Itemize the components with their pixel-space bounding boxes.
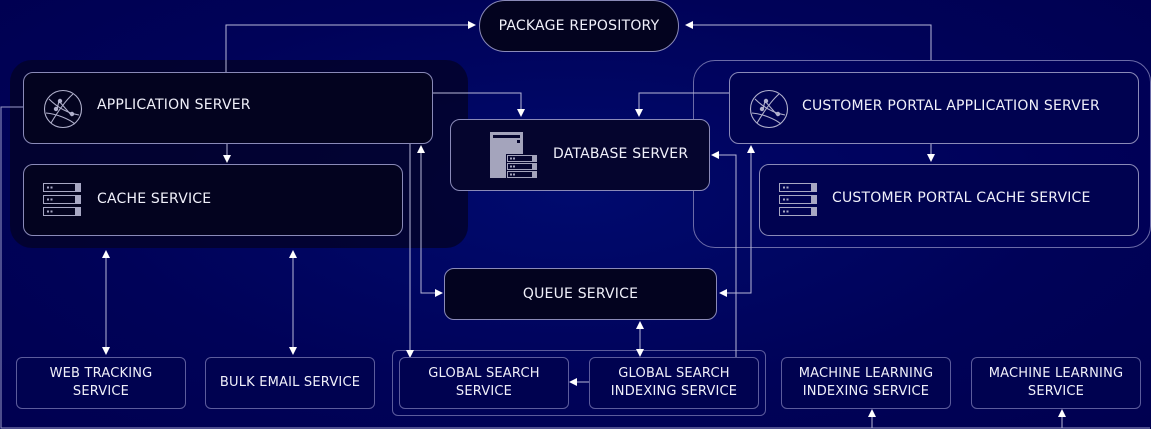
ml-indexing-label-line2: INDEXING SERVICE bbox=[802, 384, 930, 399]
database-server-label: DATABASE SERVER bbox=[553, 146, 689, 162]
bulk-email-service-node[interactable]: BULK EMAIL SERVICE bbox=[205, 357, 375, 409]
global-search-indexing-label-line1: GLOBAL SEARCH bbox=[618, 366, 730, 381]
application-server-node[interactable]: APPLICATION SERVER bbox=[23, 72, 433, 144]
package-repository-label: PACKAGE REPOSITORY bbox=[498, 18, 660, 34]
globe-network-icon bbox=[749, 89, 789, 129]
cache-service-label: CACHE SERVICE bbox=[97, 191, 212, 207]
database-server-icon bbox=[490, 132, 537, 178]
application-server-label: APPLICATION SERVER bbox=[97, 97, 251, 113]
globe-network-icon bbox=[43, 89, 83, 129]
web-tracking-label-line2: SERVICE bbox=[72, 384, 130, 399]
customer-portal-cache-node[interactable]: CUSTOMER PORTAL CACHE SERVICE bbox=[759, 164, 1139, 236]
package-repository-node[interactable]: PACKAGE REPOSITORY bbox=[479, 0, 679, 52]
web-tracking-service-node[interactable]: WEB TRACKING SERVICE bbox=[16, 357, 186, 409]
ml-indexing-service-node[interactable]: MACHINE LEARNING INDEXING SERVICE bbox=[781, 357, 951, 409]
bulk-email-label: BULK EMAIL SERVICE bbox=[219, 375, 361, 390]
global-search-indexing-service-node[interactable]: GLOBAL SEARCH INDEXING SERVICE bbox=[589, 357, 759, 409]
database-server-node[interactable]: DATABASE SERVER bbox=[450, 119, 710, 191]
cache-service-node[interactable]: CACHE SERVICE bbox=[23, 164, 403, 236]
ml-service-node[interactable]: MACHINE LEARNING SERVICE bbox=[971, 357, 1141, 409]
global-search-service-node[interactable]: GLOBAL SEARCH SERVICE bbox=[399, 357, 569, 409]
queue-service-label: QUEUE SERVICE bbox=[522, 286, 639, 302]
global-search-label-line1: GLOBAL SEARCH bbox=[428, 366, 540, 381]
global-search-label-line2: SERVICE bbox=[455, 384, 513, 399]
customer-portal-app-server-node[interactable]: CUSTOMER PORTAL APPLICATION SERVER bbox=[729, 72, 1139, 144]
server-rack-icon bbox=[43, 183, 81, 216]
global-search-indexing-label-line2: INDEXING SERVICE bbox=[610, 384, 738, 399]
server-rack-icon bbox=[779, 183, 817, 216]
queue-service-node[interactable]: QUEUE SERVICE bbox=[444, 268, 717, 320]
customer-portal-app-server-label: CUSTOMER PORTAL APPLICATION SERVER bbox=[802, 98, 1100, 114]
ml-service-label-line2: SERVICE bbox=[1027, 384, 1085, 399]
ml-indexing-label-line1: MACHINE LEARNING bbox=[798, 366, 934, 381]
customer-portal-cache-label: CUSTOMER PORTAL CACHE SERVICE bbox=[832, 190, 1091, 206]
ml-service-label-line1: MACHINE LEARNING bbox=[988, 366, 1124, 381]
web-tracking-label-line1: WEB TRACKING bbox=[49, 366, 153, 381]
